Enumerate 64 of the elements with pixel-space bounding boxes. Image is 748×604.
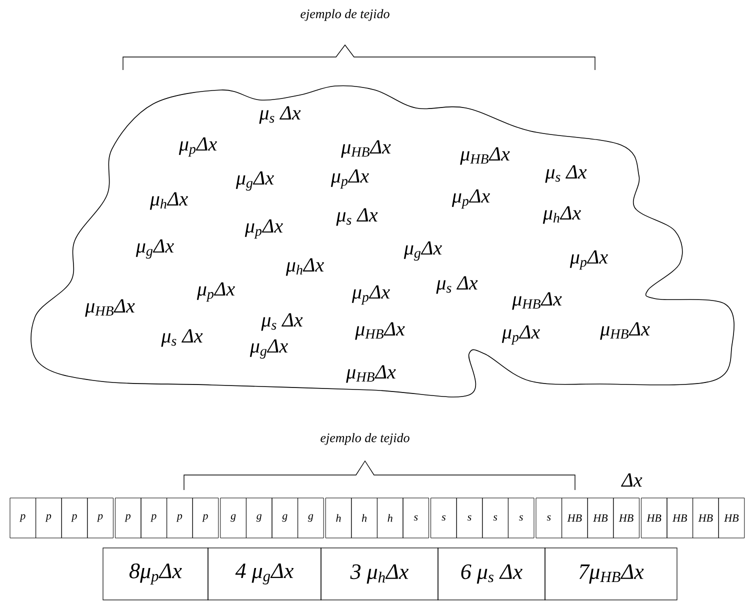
bracket-label: ejemplo de tejido [320, 433, 410, 445]
table-cell: h [325, 498, 352, 538]
table-cell: HB [613, 498, 640, 538]
formula: μ$_{s}$ Δx [259, 106, 301, 124]
bracket-label: ejemplo de tejido [300, 9, 390, 21]
cell-width-label: Δx [621, 473, 642, 487]
table-cell: g [272, 498, 298, 538]
table-cell: p [166, 498, 193, 538]
formula: μ$_{HB}$Δx [355, 322, 405, 340]
sum-cell: 3 μ$_{h}$Δx [320, 548, 438, 600]
formula: μ$_{HB}$Δx [600, 322, 650, 340]
formula: μ$_{g}$Δx [250, 339, 288, 359]
formula: μ$_{p}$Δx [352, 285, 390, 305]
table-cell: p [10, 498, 36, 538]
sum-cell: 6 μ$_{s}$ Δx [438, 548, 546, 600]
formula: μ$_{g}$Δx [236, 171, 274, 191]
table-cell: p [192, 498, 219, 538]
table-cell: p [140, 498, 168, 538]
formula: μ$_{h}$Δx [286, 258, 324, 276]
formula: μ$_{s}$ Δx [545, 165, 587, 183]
table-cell: HB [640, 498, 668, 538]
sum-cell: 4 μ$_{g}$Δx [208, 548, 322, 600]
table-cell: p [114, 498, 142, 538]
table-cell: h [351, 498, 378, 538]
formula: μ$_{g}$Δx [136, 239, 174, 259]
formula: μ$_{p}$Δx [452, 189, 490, 209]
table-cell: h [376, 498, 404, 538]
table-cell: s [402, 498, 430, 538]
table-cell: HB [692, 498, 719, 538]
formula: μ$_{p}$Δx [178, 137, 217, 157]
formula: μ$_{s}$ Δx [336, 208, 378, 226]
table-cell: s [536, 498, 562, 538]
formula: μ$_{h}$Δx [150, 192, 188, 210]
table-cell: s [456, 498, 483, 538]
formula: μ$_{p}$Δx [570, 250, 608, 270]
formula: μ$_{s}$ Δx [436, 276, 478, 294]
table-cell: p [36, 498, 62, 538]
formula: μ$_{p}$Δx [330, 169, 369, 189]
formula: μ$_{s}$ Δx [161, 329, 203, 347]
table-cell: p [87, 498, 114, 538]
table-cell: s [430, 498, 457, 538]
sum-cell: 7μ$_{HB}$Δx [544, 548, 678, 600]
formula: μ$_{HB}$Δx [512, 292, 562, 310]
table-cell: g [220, 498, 246, 538]
formula: μ$_{g}$Δx [404, 241, 442, 261]
table-cell: HB [718, 498, 745, 538]
table-cell: s [508, 498, 534, 538]
formula: μ$_{HB}$Δx [346, 365, 396, 383]
formula: μ$_{s}$ Δx [261, 313, 303, 331]
formula: μ$_{p}$Δx [502, 325, 540, 345]
table-cell: HB [562, 498, 588, 538]
table-cell: HB [666, 498, 694, 538]
formula: μ$_{HB}$Δx [341, 140, 391, 158]
table-cell: g [246, 498, 272, 538]
table-cell: s [482, 498, 508, 538]
formula: μ$_{HB}$Δx [85, 299, 135, 317]
table-cell: g [298, 498, 324, 538]
formula: μ$_{p}$Δx [196, 282, 235, 302]
formula: μ$_{h}$Δx [542, 206, 581, 224]
table-cell: p [61, 498, 88, 538]
formula: μ$_{p}$Δx [244, 219, 283, 239]
sum-cell: 8μ$_{p}$Δx [102, 548, 208, 600]
table-cell: HB [587, 498, 614, 538]
formula: μ$_{HB}$Δx [460, 147, 510, 165]
